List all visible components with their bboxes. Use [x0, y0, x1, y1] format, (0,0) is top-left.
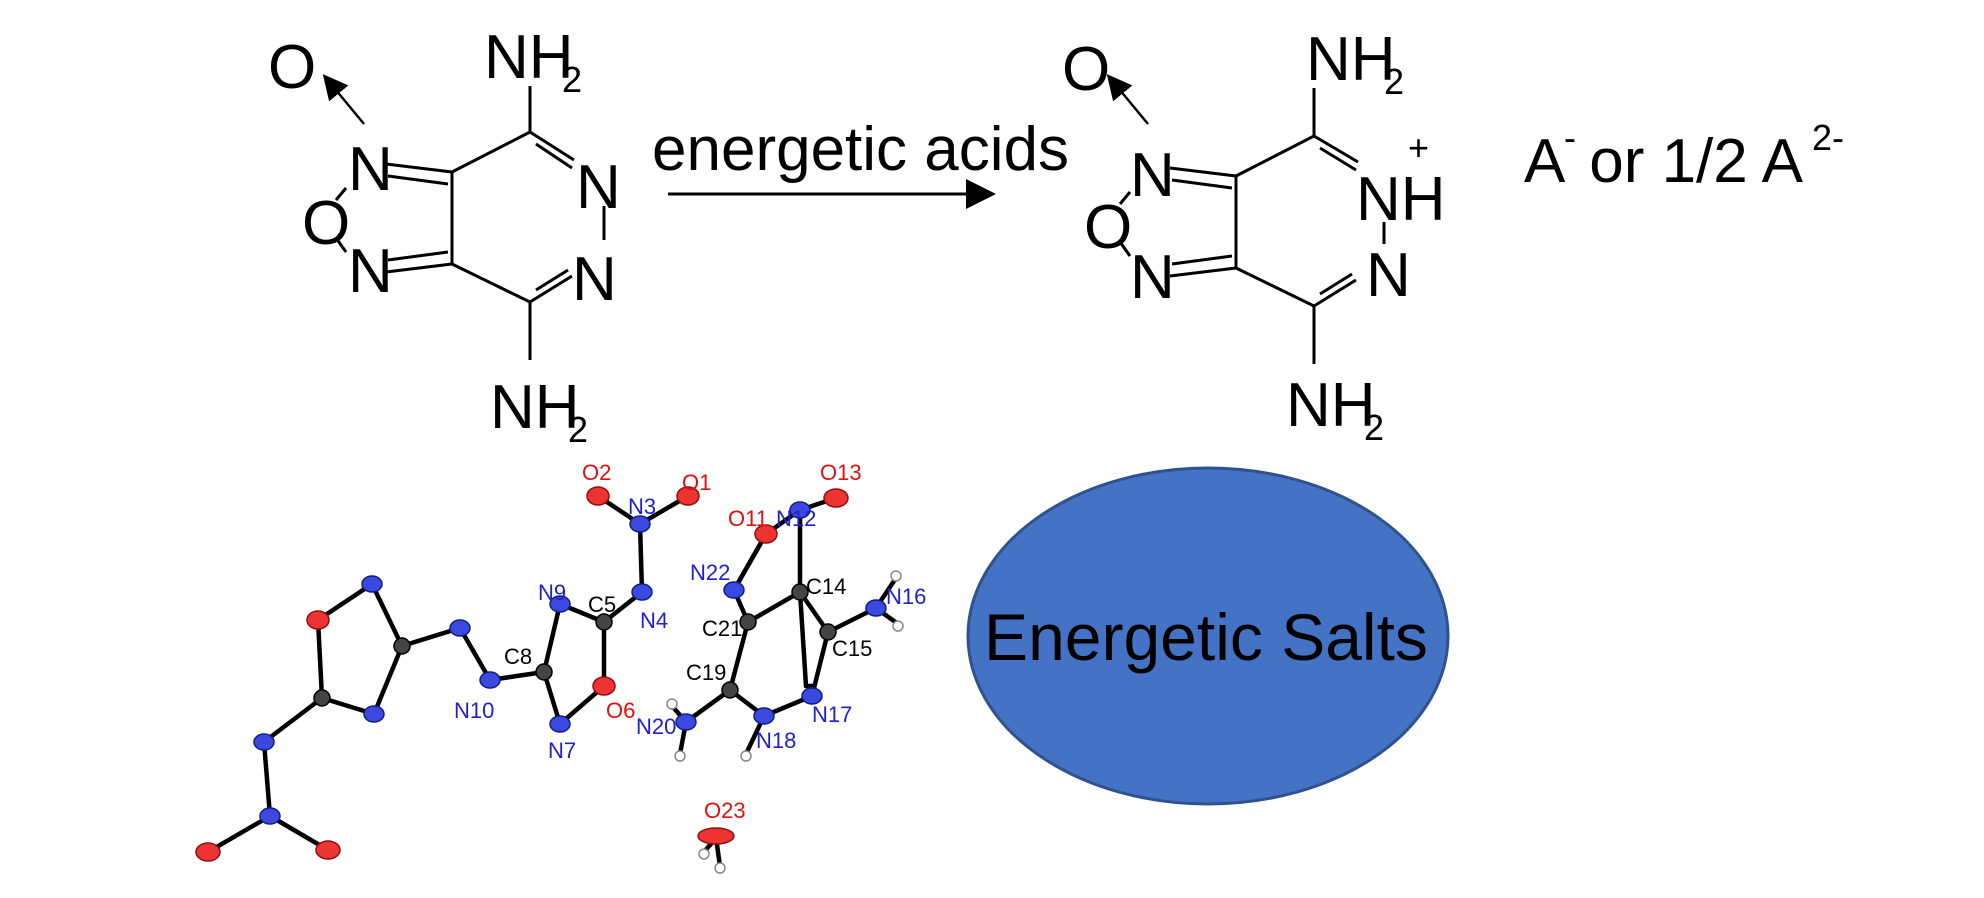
reaction-arrow: energetic acids	[652, 115, 1069, 209]
protonated-nitrogen: NH	[1356, 165, 1446, 234]
reactant-molecule	[322, 74, 606, 360]
amino-group-top: NH	[484, 23, 574, 92]
atom-N: N	[348, 237, 393, 306]
subscript-2: 2	[1384, 61, 1404, 102]
energetic-salts-ellipse: Energetic Salts	[966, 466, 1450, 806]
anion-label: A - or 1/2 A 2-	[1524, 117, 1844, 196]
atom-label-O13: O13	[820, 460, 862, 485]
anion-charge: -	[1564, 117, 1576, 158]
atom-label-O23: O23	[704, 798, 746, 823]
product-labels: O N O N NH + N NH 2 NH 2	[1062, 25, 1446, 448]
atom-O: O	[268, 33, 316, 102]
atom-label-N16: N16	[886, 584, 926, 609]
subscript-2: 2	[568, 409, 588, 450]
atom-label-N7: N7	[548, 738, 576, 763]
reaction-arrow-label: energetic acids	[652, 115, 1069, 184]
atom-label-N4: N4	[640, 608, 668, 633]
amino-group-bottom: NH	[490, 373, 580, 442]
anion-A: A	[1524, 127, 1566, 196]
atom-N: N	[348, 135, 393, 204]
reactant-labels: O N O N N N NH 2 NH 2	[268, 23, 621, 450]
atom-N: N	[1130, 141, 1175, 210]
atom-O: O	[1062, 35, 1110, 104]
atom-label-N17: N17	[812, 702, 852, 727]
atom-label-C19: C19	[686, 660, 726, 685]
atom-N: N	[576, 153, 621, 222]
atom-label-C21: C21	[702, 616, 742, 641]
atom-N: N	[572, 245, 617, 314]
atom-O: O	[302, 189, 350, 258]
atom-label-O1: O1	[682, 470, 711, 495]
atom-N: N	[1366, 241, 1411, 310]
atom-label-O2: O2	[582, 460, 611, 485]
crystal-structure: O2 O1 N3 N4 C5 N9 C8 N10 N7 O6 O11 N12 O…	[195, 460, 926, 874]
energetic-salts-label: Energetic Salts	[984, 600, 1428, 674]
atom-label-C15: C15	[832, 636, 872, 661]
atom-label-O6: O6	[606, 698, 635, 723]
positive-charge: +	[1408, 127, 1429, 168]
anion-text: or 1/2 A	[1572, 127, 1804, 196]
dianion-charge: 2-	[1812, 117, 1844, 158]
atom-label-N3: N3	[628, 494, 656, 519]
subscript-2: 2	[1364, 407, 1384, 448]
atom-N: N	[1130, 243, 1175, 312]
atom-label-C5: C5	[588, 592, 616, 617]
atom-label-N9: N9	[538, 580, 566, 605]
atom-label-N12: N12	[776, 506, 816, 531]
atom-label-C8: C8	[504, 644, 532, 669]
atom-label-C14: C14	[806, 574, 846, 599]
amino-group-top: NH	[1306, 25, 1396, 94]
amino-group-bottom: NH	[1286, 371, 1376, 440]
atom-O: O	[1084, 193, 1132, 262]
atom-label-O11: O11	[728, 506, 768, 531]
atom-label-N10: N10	[454, 698, 494, 723]
subscript-2: 2	[562, 59, 582, 100]
product-molecule	[1106, 74, 1386, 364]
atom-label-N18: N18	[756, 728, 796, 753]
atom-label-N20: N20	[636, 714, 676, 739]
atom-label-N22: N22	[690, 560, 730, 585]
